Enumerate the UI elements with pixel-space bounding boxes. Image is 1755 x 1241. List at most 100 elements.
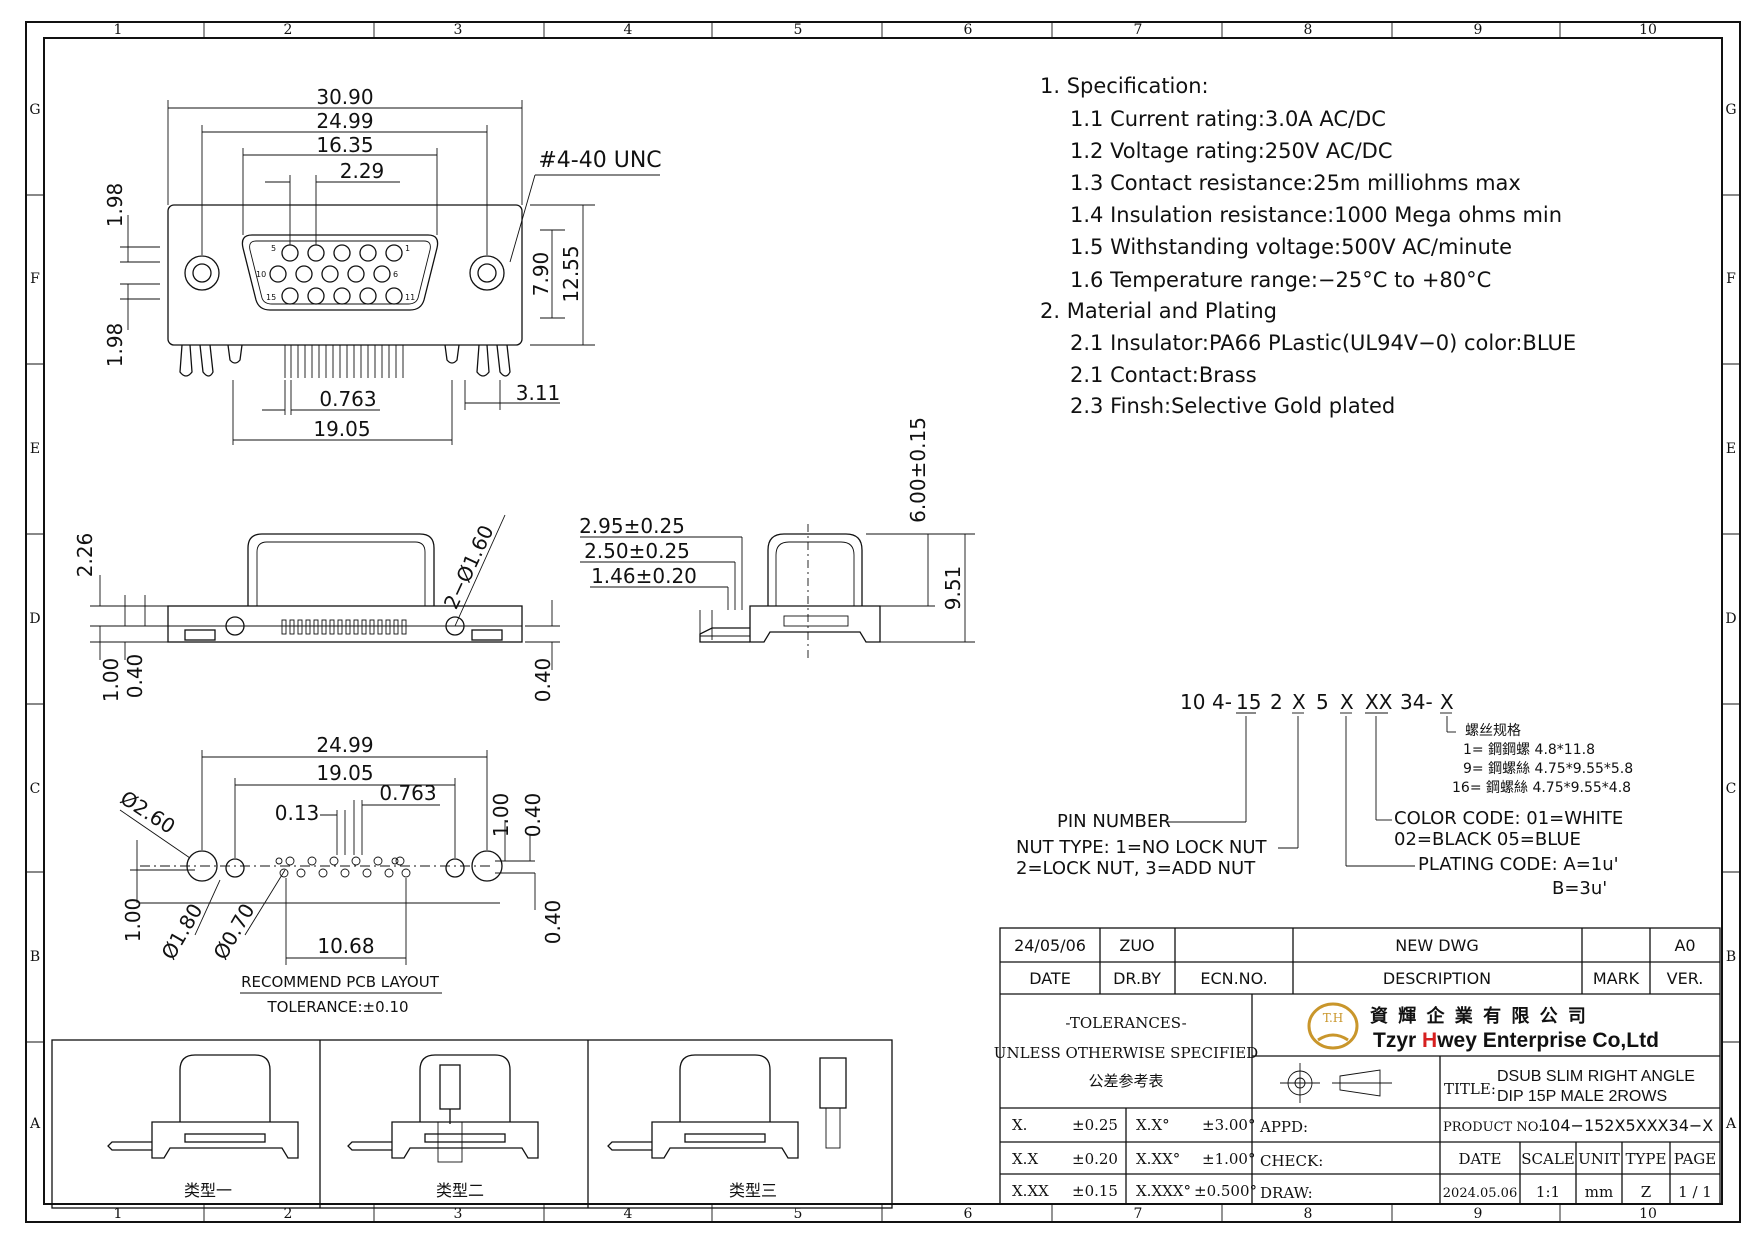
end-shell [767,533,863,606]
plating-code-label: PLATING CODE: A=1u' [1418,854,1619,875]
part-number-breakdown: 10 4- 15 2 X 5 X XX 34- X 螺丝规格 1= 鋼鋼螺 4.… [1016,690,1633,899]
tol-cell: X. [1012,1116,1027,1134]
dim-label: 16.35 [316,133,373,157]
col-number: 9 [1474,1206,1483,1222]
pin-label: 6 [393,270,398,279]
dim-label: 0.763 [379,781,436,805]
color-code-label: COLOR CODE: 01=WHITE [1394,808,1623,829]
row-letter: F [30,271,40,287]
dim-label: 12.55 [559,245,583,302]
pcb-layout-title: RECOMMEND PCB LAYOUT [241,973,440,991]
dim-label: 2−Ø1.60 [439,521,499,612]
screw-spec-option: 1= 鋼鋼螺 4.8*11.8 [1463,742,1595,758]
end-view: 2.95±0.25 2.50±0.25 1.46±0.20 6.00±0.15 … [579,417,975,660]
dim-label: 0.40 [521,793,545,838]
row-letter: F [1726,271,1736,287]
dim-label: 2.29 [340,159,385,183]
company-name-cn: 資 輝 企 業 有 限 公 司 [1370,1005,1588,1027]
spec-item: 1.1 Current rating:3.0A AC/DC [1070,107,1386,131]
projection-symbol [1280,1063,1392,1103]
spec-item: 1.6 Temperature range:−25°C to +80°C [1070,268,1491,292]
col-number: 2 [284,1206,293,1222]
spec-item: 2.1 Insulator:PA66 PLastic(UL94V−0) colo… [1070,331,1576,355]
dim-label: 1.98 [103,323,127,368]
code-leader-lines [1166,712,1456,867]
row-letter: D [1725,611,1736,627]
side-shell [247,533,435,606]
spec-item: 1.4 Insulation resistance:1000 Mega ohms… [1070,203,1562,227]
nut-type-label: NUT TYPE: 1=NO LOCK NUT [1016,837,1268,858]
col-number: 4 [624,22,633,38]
col-header: SCALE [1521,1150,1575,1168]
col-header: DR.BY [1113,969,1161,988]
tol-cell: ±0.500° [1194,1182,1257,1200]
specification-block: 1. Specification: 1.1 Current rating:3.0… [1040,74,1576,418]
variant-1-drawing [107,1054,299,1159]
mount-hole-right [469,255,505,291]
variant-3-drawing [607,1054,847,1159]
flange-outline [167,204,523,346]
pin-tails [284,345,404,378]
col-header: DATE [1459,1150,1502,1168]
col-number: 5 [794,22,803,38]
nut-type-label: 2=LOCK NUT, 3=ADD NUT [1016,858,1256,879]
tol-cell: ±0.20 [1072,1150,1118,1168]
dim-label: Ø0.70 [208,899,259,963]
check-label: CHECK: [1260,1152,1323,1170]
d-shell [241,234,439,311]
company-logo: T.H [1307,1002,1359,1050]
col-number: 2 [284,22,293,38]
dim-label: 0.40 [541,900,565,945]
part-title: DSUB SLIM RIGHT ANGLE [1497,1068,1695,1085]
code-part: X [1292,690,1306,714]
spec-item: 2.3 Finsh:Selective Gold plated [1070,394,1395,418]
outer-frame [25,21,1741,1223]
color-code-label: 02=BLACK 05=BLUE [1394,829,1581,850]
tol-cell: X.XXX° [1136,1182,1191,1200]
code-part: XX [1365,690,1393,714]
col-number: 5 [794,1206,803,1222]
col-header: DESCRIPTION [1383,969,1491,988]
code-part: 10 [1180,690,1205,714]
col-number: 3 [454,22,463,38]
col-number: 6 [964,22,973,38]
tol-cell: X.XX [1012,1182,1049,1200]
row-letter: A [1725,1116,1737,1132]
variant-2-drawing [347,1054,539,1163]
row-letter: C [30,781,41,797]
col-number: 8 [1304,1206,1313,1222]
code-part: 5 [1316,690,1329,714]
code-part: X [1440,690,1454,714]
drawing-scale: 1:1 [1536,1183,1560,1201]
col-number: 4 [624,1206,633,1222]
title-label: TITLE: [1444,1080,1496,1098]
col-number: 10 [1639,22,1657,38]
pcb-mount-hole-right [471,850,503,882]
col-header: MARK [1593,969,1640,988]
product-number: 104−152X5XXX34−X [1540,1116,1713,1135]
logo-text: T.H [1323,1011,1344,1025]
col-header: TYPE [1626,1150,1667,1168]
spec-item: 2.1 Contact:Brass [1070,363,1257,387]
appd-label: APPD: [1259,1118,1308,1136]
col-header: VER. [1667,969,1704,988]
mount-hole-left [184,255,220,291]
variants-table: 类型一 类型二 类型三 [51,1039,893,1209]
tol-cell: X.X [1012,1150,1038,1168]
side-dim-lines [90,514,560,670]
dim-label: 1.00 [99,658,123,703]
tol-cell: ±1.00° [1202,1150,1255,1168]
tolerance-title: -TOLERANCES- [1065,1014,1186,1032]
d-shell-inner [249,240,431,305]
drawing-type: Z [1641,1183,1651,1201]
col-number: 1 [114,22,123,38]
dim-label: 2.50±0.25 [584,539,690,563]
rev-date: 24/05/06 [1014,936,1086,955]
dim-label: 24.99 [316,733,373,757]
col-number: 8 [1304,22,1313,38]
pin-label: 5 [271,244,276,253]
dim-label: 6.00±0.15 [906,417,930,523]
pin-row-1 [269,244,403,305]
side-pins [281,619,407,635]
